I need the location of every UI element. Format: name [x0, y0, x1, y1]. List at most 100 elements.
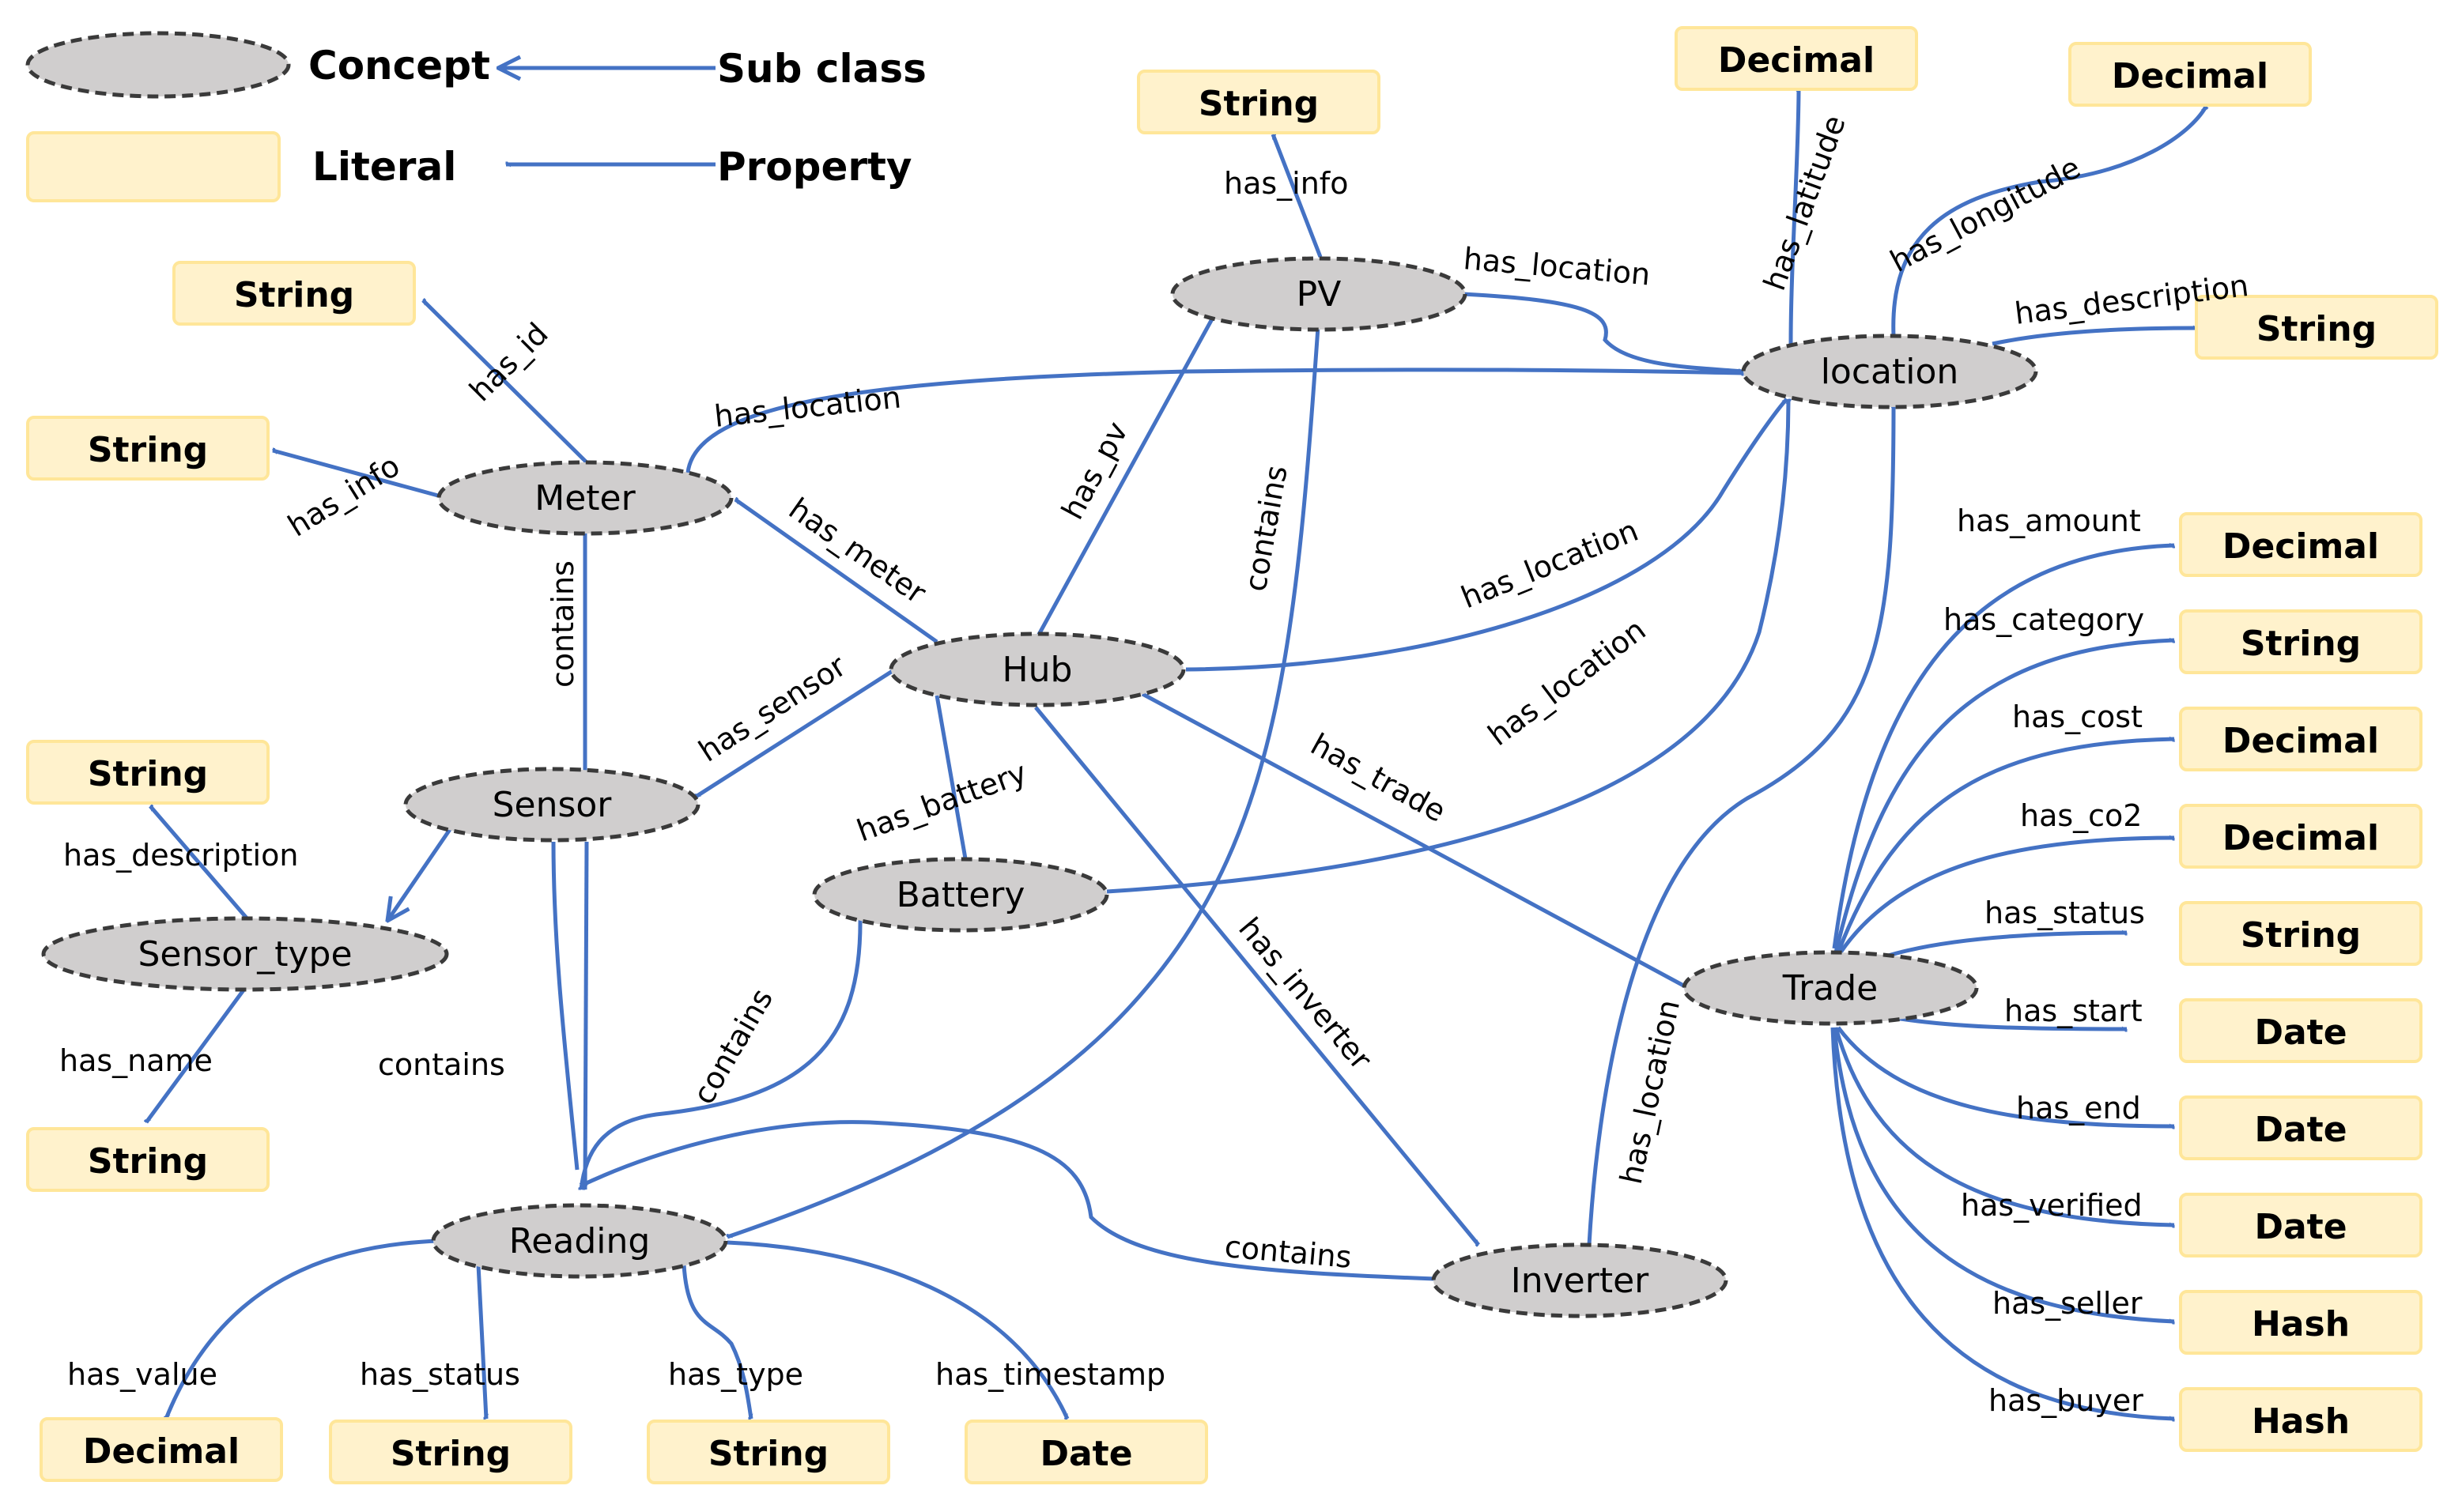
label-t-co2: has_co2	[2020, 798, 2143, 833]
concept-trade	[1682, 950, 1979, 1026]
edge-loc-latitude	[1788, 87, 1799, 345]
concept-battery-label: Battery	[897, 875, 1025, 915]
literal-r-value-text: Decimal	[83, 1431, 240, 1472]
legend-property-label: Property	[717, 144, 912, 190]
label-t-status: has_status	[1984, 896, 2145, 930]
edge-hub-trade	[1141, 692, 1688, 988]
legend-concept-shape	[25, 31, 291, 99]
literal-r-value	[40, 1417, 283, 1482]
label-loc-longitude: has_longitude	[1885, 150, 2086, 279]
literal-t-status	[2179, 901, 2422, 966]
concept-trade-label: Trade	[1782, 968, 1878, 1009]
literal-t-status-text: String	[2241, 915, 2361, 956]
literal-t-buyer-text: Hash	[2252, 1401, 2350, 1442]
label-hub-location: has_location	[1456, 513, 1643, 616]
literal-t-buyer	[2179, 1387, 2422, 1452]
concept-hub	[889, 632, 1186, 707]
edge-t-category	[1833, 640, 2174, 953]
literal-t-amount-text: Decimal	[2222, 526, 2379, 567]
edge-sensor-contains-2	[585, 841, 589, 1190]
edges	[146, 68, 2206, 1419]
label-r-timestamp: has_timestamp	[935, 1357, 1165, 1392]
literal-st-desc	[26, 740, 270, 805]
literal-loc-long	[2068, 42, 2312, 107]
label-inverter-location: has_location	[1614, 997, 1686, 1187]
label-hub-trade: has_trade	[1305, 726, 1452, 828]
legend-literal-shape	[26, 131, 281, 202]
literal-loc-desc	[2195, 295, 2438, 360]
literal-loc-lat-text: Decimal	[1718, 40, 1875, 81]
concept-battery	[812, 857, 1109, 933]
concept-location-label: location	[1821, 352, 1959, 392]
concept-inverter	[1431, 1242, 1728, 1318]
edge-t-cost	[1836, 739, 2174, 953]
label-t-end: has_end	[2016, 1091, 2141, 1126]
edge-t-buyer	[1830, 1027, 2174, 1419]
edge-st-description	[150, 806, 251, 922]
label-t-seller: has_seller	[1992, 1286, 2143, 1321]
edge-r-status	[476, 1264, 486, 1419]
literal-loc-lat	[1675, 26, 1918, 91]
edge-inverter-location	[1587, 403, 1894, 1246]
legend: Concept Literal Sub class Property	[25, 31, 927, 202]
literal-t-verified	[2179, 1193, 2422, 1257]
literal-r-ts-text: Date	[1040, 1434, 1132, 1474]
label-meter-contains: contains	[546, 560, 580, 688]
concept-meter	[436, 460, 734, 536]
label-r-value: has_value	[67, 1357, 217, 1392]
legend-literal-label: Literal	[312, 144, 456, 190]
label-hub-sensor: has_sensor	[693, 648, 852, 769]
edge-battery-location	[1106, 399, 1788, 894]
label-hub-inverter: has_inverter	[1232, 911, 1379, 1077]
literal-t-end-text: Date	[2254, 1110, 2347, 1150]
literal-meter-id-text: String	[234, 275, 354, 315]
edge-t-amount	[1832, 545, 2174, 949]
edge-hub-location	[1185, 399, 1787, 672]
edge-hub-inverter	[1034, 706, 1478, 1245]
literal-t-category	[2179, 609, 2422, 674]
edge-hub-pv	[1033, 316, 1214, 642]
literal-t-amount	[2179, 512, 2422, 577]
edge-t-seller	[1832, 1027, 2174, 1322]
concept-sensor-label: Sensor	[493, 785, 613, 825]
edge-sensor-subclass	[387, 827, 453, 921]
legend-subclass-label: Sub class	[717, 46, 927, 92]
label-hub-battery: has_battery	[852, 755, 1031, 848]
label-t-buyer: has_buyer	[1988, 1383, 2143, 1418]
literal-r-ts	[965, 1420, 1208, 1484]
label-meter-location: has_location	[712, 379, 902, 434]
literal-pv-info	[1137, 70, 1380, 134]
edge-r-timestamp	[727, 1240, 1070, 1419]
edge-r-type	[682, 1264, 751, 1419]
literal-meter-info	[26, 416, 270, 481]
literal-loc-long-text: Decimal	[2112, 56, 2268, 96]
literal-t-verified-text: Date	[2254, 1207, 2347, 1247]
label-r-status: has_status	[360, 1357, 520, 1392]
concept-reading-label: Reading	[509, 1221, 651, 1261]
edge-meter-info	[273, 451, 447, 500]
label-pv-contains: contains	[1238, 463, 1294, 594]
label-pv-location: has_location	[1462, 241, 1652, 292]
literal-t-co2	[2179, 804, 2422, 869]
label-sensor-contains: contains	[378, 1047, 505, 1082]
literal-t-cost-text: Decimal	[2222, 721, 2379, 761]
edge-loc-longitude	[1891, 107, 2206, 337]
edge-pv-info	[1271, 134, 1323, 258]
edge-r-value	[166, 1239, 440, 1419]
concepts: PV location Meter Hub Sensor Battery Sen…	[41, 256, 2038, 1318]
label-meter-id: has_id	[463, 316, 555, 409]
literal-r-status	[329, 1420, 572, 1484]
literal-t-start	[2179, 998, 2422, 1063]
literal-r-status-text: String	[391, 1434, 511, 1474]
label-st-name: has_name	[59, 1043, 213, 1078]
literal-t-category-text: String	[2241, 624, 2361, 664]
label-st-description: has_description	[63, 838, 298, 873]
label-t-category: has_category	[1943, 602, 2144, 637]
edge-pv-location	[1462, 292, 1743, 371]
label-t-cost: has_cost	[2012, 699, 2143, 734]
edge-battery-contains	[581, 916, 863, 1190]
literal-st-name	[26, 1127, 270, 1192]
edge-t-verified	[1833, 1027, 2174, 1225]
literal-r-type	[647, 1420, 890, 1484]
